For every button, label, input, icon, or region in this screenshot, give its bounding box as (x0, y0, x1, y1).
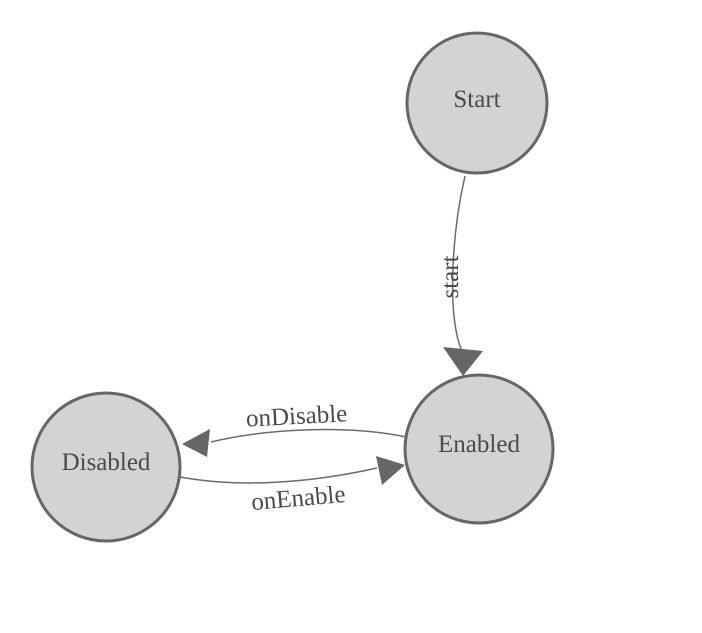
state-label-start: Start (453, 86, 500, 113)
transition-label-ondisable: onDisable (245, 400, 348, 432)
transition-line-ondisable[interactable] (210, 428, 407, 443)
arrowhead-into-disabled-icon (182, 429, 210, 457)
transition-line-start[interactable] (451, 175, 466, 350)
state-label-disabled: Disabled (62, 449, 151, 476)
state-circle-enabled[interactable] (403, 373, 555, 525)
state-circle-disabled[interactable] (30, 391, 182, 543)
arrowhead-into-enabled-top-icon (443, 347, 483, 376)
arrowhead-into-enabled-left-icon (376, 456, 405, 485)
state-label-enabled: Enabled (438, 431, 520, 458)
transition-enabled-to-disabled[interactable]: onDisable (182, 400, 407, 457)
transition-line-onenable[interactable] (179, 467, 378, 484)
transition-disabled-to-enabled[interactable]: onEnable (179, 456, 405, 516)
state-node-enabled[interactable]: Enabled (403, 373, 555, 525)
transition-start-to-enabled[interactable]: start (437, 175, 483, 376)
transition-label-start: start (437, 255, 464, 298)
transition-label-onenable: onEnable (250, 481, 346, 516)
state-node-disabled[interactable]: Disabled (30, 391, 182, 543)
state-circle-start[interactable] (405, 31, 549, 175)
state-node-start[interactable]: Start (405, 31, 549, 175)
